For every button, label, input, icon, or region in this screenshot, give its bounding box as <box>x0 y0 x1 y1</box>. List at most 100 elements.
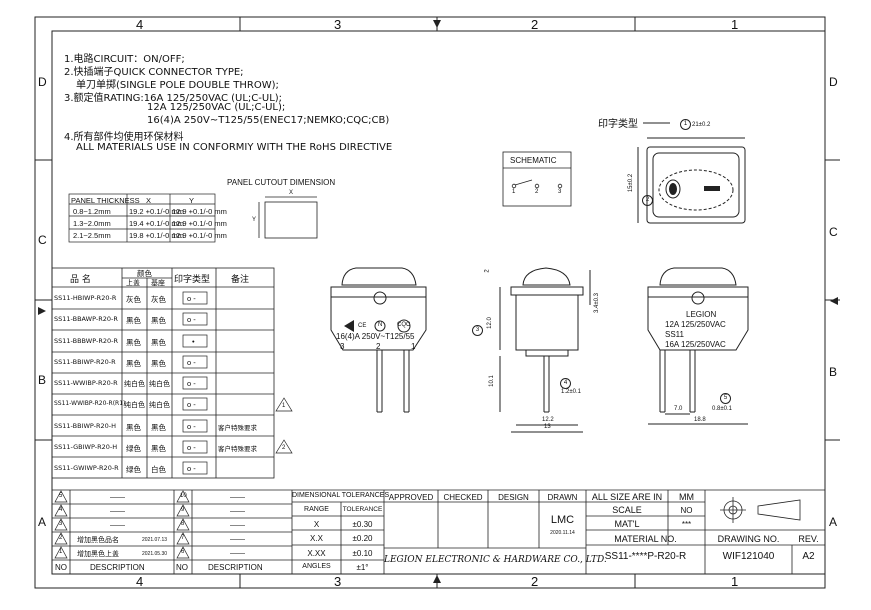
rev-no: 4 <box>59 507 63 513</box>
model-print: • <box>192 337 195 346</box>
models-header-base: 基座 <box>151 279 165 287</box>
tb-rev: A2 <box>802 551 815 562</box>
model-print: o - <box>187 358 196 367</box>
tb-approved: APPROVED <box>388 493 434 502</box>
model-cover: 黑色 <box>126 359 141 368</box>
model-name: SS11-BBBWP-R20-R <box>54 337 118 345</box>
rev-no: 1 <box>59 549 63 555</box>
model-base: 纯白色 <box>149 380 170 388</box>
models-header-print: 印字类型 <box>174 275 211 285</box>
cutout-cell: 19.4 +0.1/-0 mm <box>129 219 184 228</box>
front-marking: 16(4)A 250V~T125/55 <box>336 332 415 341</box>
tb-drawn-date: 2020.11.14 <box>550 530 575 536</box>
tb-drawing-no-label: DRAWING NO. <box>717 534 780 544</box>
models-header-name: 品 名 <box>70 275 91 285</box>
note-rating-1: 3.额定值RATING:16A 125/250VAC (UL;C-UL); <box>64 93 283 104</box>
model-base: 黑色 <box>151 444 166 453</box>
model-cover: 纯白色 <box>124 401 145 409</box>
note-connector: 2.快插端子QUICK CONNECTOR TYPE; <box>64 67 244 78</box>
zone-bottom-2: 2 <box>531 574 539 589</box>
tol-value: ±0.10 <box>352 549 373 558</box>
model-name: SS11-BBIWP-R20-R <box>54 358 116 366</box>
cutout-cell: 2.1~2.5mm <box>73 231 111 240</box>
zone-left-d: D <box>38 75 47 89</box>
rev-date: 2021.07.13 <box>142 537 168 543</box>
model-cover: 纯白色 <box>124 380 145 388</box>
model-name: SS11-BBAWP-R20-R <box>54 315 118 323</box>
tb-mat: *** <box>681 520 692 529</box>
schematic-title: SCHEMATIC <box>510 156 557 165</box>
model-base: 黑色 <box>151 359 166 368</box>
models-header-color: 颜色 <box>137 269 152 278</box>
rev-col-desc: DESCRIPTION <box>90 563 145 572</box>
model-base: 黑色 <box>151 338 166 347</box>
tb-design: DESIGN <box>498 493 529 502</box>
side-dim-right: 3.4±0.3 <box>593 293 600 313</box>
model-cover: 绿色 <box>126 465 141 474</box>
model-name: SS11-BBIWP-R20-H <box>54 422 117 430</box>
rev-col-no-2: NO <box>176 563 188 572</box>
zone-right-c: C <box>829 225 838 239</box>
callout-4: 4 <box>560 378 571 389</box>
zone-bottom-1: 1 <box>731 574 739 589</box>
callout-1: 1 <box>680 119 691 130</box>
rev-desc: —— <box>230 492 245 501</box>
zone-top-4: 4 <box>136 17 144 32</box>
front-pin-3: 3 <box>340 342 345 351</box>
tol-range: X <box>313 520 320 529</box>
rear-marking-rating-1: 12A 125/250VAC <box>665 320 726 329</box>
model-name: SS11-WWIBP-R20-R(R1) <box>54 400 126 407</box>
note-materials-cn: 4.所有部件均使用环保材料 <box>64 132 184 143</box>
rev-no: 9 <box>181 507 185 513</box>
cutout-x-label: X <box>289 190 294 196</box>
cutout-cell: 19.8 +0.1/-0 mm <box>129 231 184 240</box>
tb-drawn: DRAWN <box>547 493 578 502</box>
side-dim-body: 12.0 <box>486 317 493 329</box>
tol-value: ±0.20 <box>352 534 373 543</box>
rear-marking-model: SS11 <box>665 330 684 339</box>
cutout-cell: 12.9 +0.1/-0 mm <box>172 207 227 216</box>
model-print: o - <box>187 422 196 431</box>
tb-scale-label: SCALE <box>612 505 642 515</box>
tb-drawn-by: LMC <box>550 514 575 526</box>
rev-no: 6 <box>181 549 185 555</box>
side-dim-top: 2 <box>484 269 491 273</box>
rev-desc: 增加黑色上盖 <box>77 550 119 558</box>
schematic-pin-3: 3 <box>558 189 562 195</box>
rev-desc: —— <box>110 520 125 529</box>
schematic-pin-2: 2 <box>535 189 539 195</box>
zone-left-b: B <box>38 373 47 387</box>
rev-desc: 增加黑色品名 <box>77 536 119 544</box>
side-dim-w2: 13 <box>544 424 551 430</box>
tb-units-label: ALL SIZE ARE IN <box>591 492 663 502</box>
note-rohs: ALL MATERIALS USE IN CONFORMIY WITH THE … <box>76 142 393 153</box>
model-base: 灰色 <box>151 295 166 304</box>
rev-desc: —— <box>230 506 245 515</box>
model-base: 黑色 <box>151 316 166 325</box>
zone-left-a: A <box>38 515 47 529</box>
callout-2: 2 <box>642 195 653 206</box>
rev-no: 10 <box>180 493 187 499</box>
tol-value: ±0.30 <box>352 520 373 529</box>
rev-desc: —— <box>230 520 245 529</box>
model-cover: 灰色 <box>126 295 141 304</box>
rev-no: 8 <box>181 521 185 527</box>
cert-ce: CE <box>358 323 367 329</box>
callout-5: 5 <box>720 393 731 404</box>
note-rating-2: 12A 125/250VAC (UL;C-UL); <box>147 102 286 113</box>
side-dim-w1: 12.2 <box>542 417 554 423</box>
tb-scale: NO <box>680 506 693 515</box>
rev-col-desc-2: DESCRIPTION <box>208 563 263 572</box>
print-type-label: 印字类型 <box>598 119 638 130</box>
cutout-y-label: Y <box>252 217 257 223</box>
rear-marking-brand: LEGION <box>686 310 717 319</box>
rev-desc: —— <box>230 534 245 543</box>
tol-col-range: RANGE <box>304 506 329 513</box>
tol-range: X.X <box>310 534 323 543</box>
cutout-title: PANEL CUTOUT DIMENSION <box>227 178 336 187</box>
zone-right-a: A <box>829 515 838 529</box>
schematic-pin-1: 1 <box>512 189 516 195</box>
model-print: o - <box>187 443 196 452</box>
model-base: 黑色 <box>151 423 166 432</box>
